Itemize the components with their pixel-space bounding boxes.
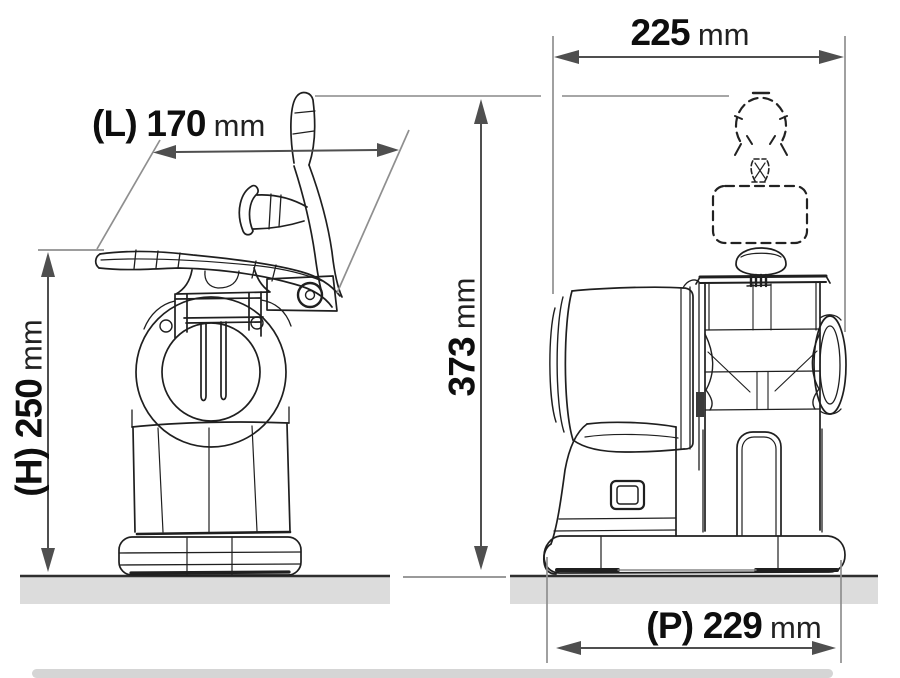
ground-left [20, 574, 390, 604]
dimension-depth-value: (P) 229 [646, 605, 763, 646]
ground-right [510, 574, 878, 604]
pusher-recess [736, 431, 782, 536]
base-side-view [543, 535, 846, 574]
extension-lines [38, 36, 846, 663]
dimension-total-height-line [474, 99, 488, 570]
handle-arm [290, 91, 343, 298]
dimension-depth-label: (P) 229 mm [646, 607, 821, 644]
hopper-tower [695, 274, 831, 533]
dimension-length-line [153, 143, 399, 159]
dimension-length-value: (L) 170 [92, 103, 206, 144]
length-extension-right [336, 129, 410, 294]
lower-body [131, 406, 292, 536]
dimension-total-height-label: 373 mm [441, 277, 483, 397]
dimension-height-unit: mm [13, 319, 49, 371]
dimension-total-height-value: 373 [441, 337, 483, 397]
dashed-accessory-outline [711, 158, 809, 245]
tray-support [174, 267, 271, 339]
side-view-drawing [542, 91, 847, 575]
dashed-handle-outline [734, 91, 788, 156]
dimension-height-line [41, 252, 55, 572]
press-handle [238, 184, 308, 236]
motor-body [549, 279, 700, 453]
dimension-length-unit: mm [213, 108, 266, 143]
base-front-view [118, 536, 302, 576]
dimension-depth-line [556, 641, 836, 655]
dimension-width-line [554, 50, 844, 64]
dimension-lines [41, 50, 844, 655]
dimension-depth-unit: mm [770, 610, 822, 645]
chute-gap [689, 281, 704, 471]
bottom-divider-bar [32, 669, 833, 678]
hopper-knob [735, 247, 787, 288]
dimension-total-height-unit: mm [446, 277, 482, 330]
dimension-width-unit: mm [697, 17, 750, 52]
motor-pedestal [542, 421, 679, 575]
front-view-drawing [94, 91, 343, 576]
hinge [266, 275, 338, 312]
tray [94, 249, 341, 308]
side-disc [813, 314, 847, 415]
dimension-height-label: (H) 250 mm [8, 319, 50, 497]
dimension-width-value: 225 [630, 12, 691, 53]
power-button [609, 479, 646, 511]
ring-body [135, 296, 292, 448]
dimension-length-label: (L) 170 mm [92, 105, 265, 142]
dimension-height-value: (H) 250 [8, 378, 50, 497]
dimension-width-label: 225 mm [631, 14, 750, 51]
length-extension-left [96, 139, 161, 250]
